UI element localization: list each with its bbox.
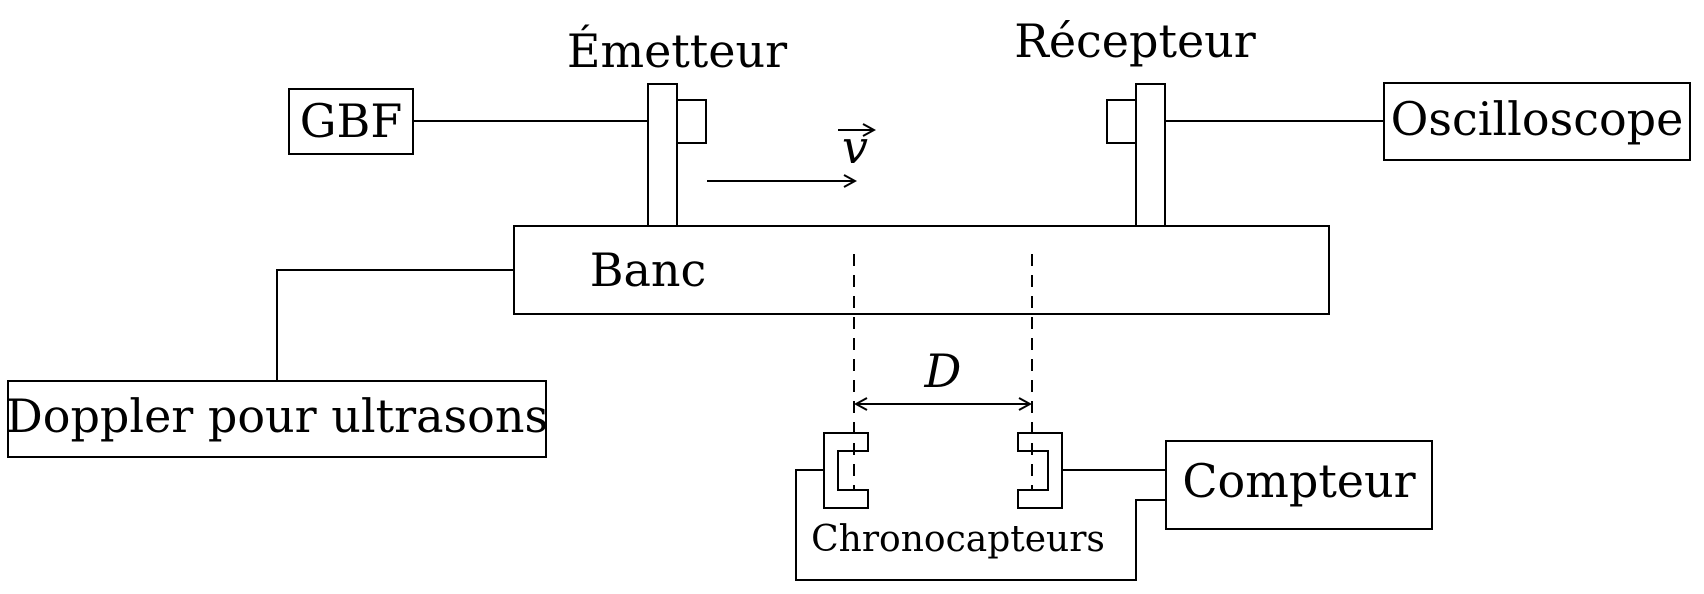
receiver-post: [1135, 83, 1166, 227]
chronocapteurs-label: Chronocapteurs: [811, 519, 1105, 560]
bench-label: Banc: [590, 243, 707, 297]
oscilloscope-label: Oscilloscope: [1391, 92, 1684, 146]
gbf-label: GBF: [300, 94, 402, 148]
counter-label: Compteur: [1182, 454, 1415, 508]
doppler-label: Doppler pour ultrasons: [6, 389, 548, 443]
emitter-post: [647, 83, 678, 227]
emitter-transducer: [676, 99, 707, 144]
photogate-right: [1017, 432, 1063, 509]
gbf-generator: GBF: [288, 88, 414, 155]
velocity-symbol: v: [842, 120, 868, 174]
doppler-wire: [276, 269, 514, 381]
bench: Banc: [513, 225, 1330, 315]
emitter-label: Émetteur: [567, 23, 787, 78]
distance-label: D: [924, 344, 962, 398]
receiver-transducer: [1106, 99, 1137, 144]
photogate-left: [823, 432, 869, 509]
emitter: Émetteur: [567, 23, 787, 227]
counter: Compteur: [1165, 440, 1433, 530]
chronocapteurs: Chronocapteurs: [811, 432, 1105, 560]
doppler-ultrasound: Doppler pour ultrasons: [6, 380, 548, 458]
receiver: Récepteur: [1014, 14, 1256, 227]
velocity-vector-label: v: [838, 120, 874, 174]
oscilloscope: Oscilloscope: [1383, 82, 1691, 161]
counter-wire-left-sensor: [795, 469, 1166, 581]
receiver-label: Récepteur: [1014, 14, 1256, 68]
